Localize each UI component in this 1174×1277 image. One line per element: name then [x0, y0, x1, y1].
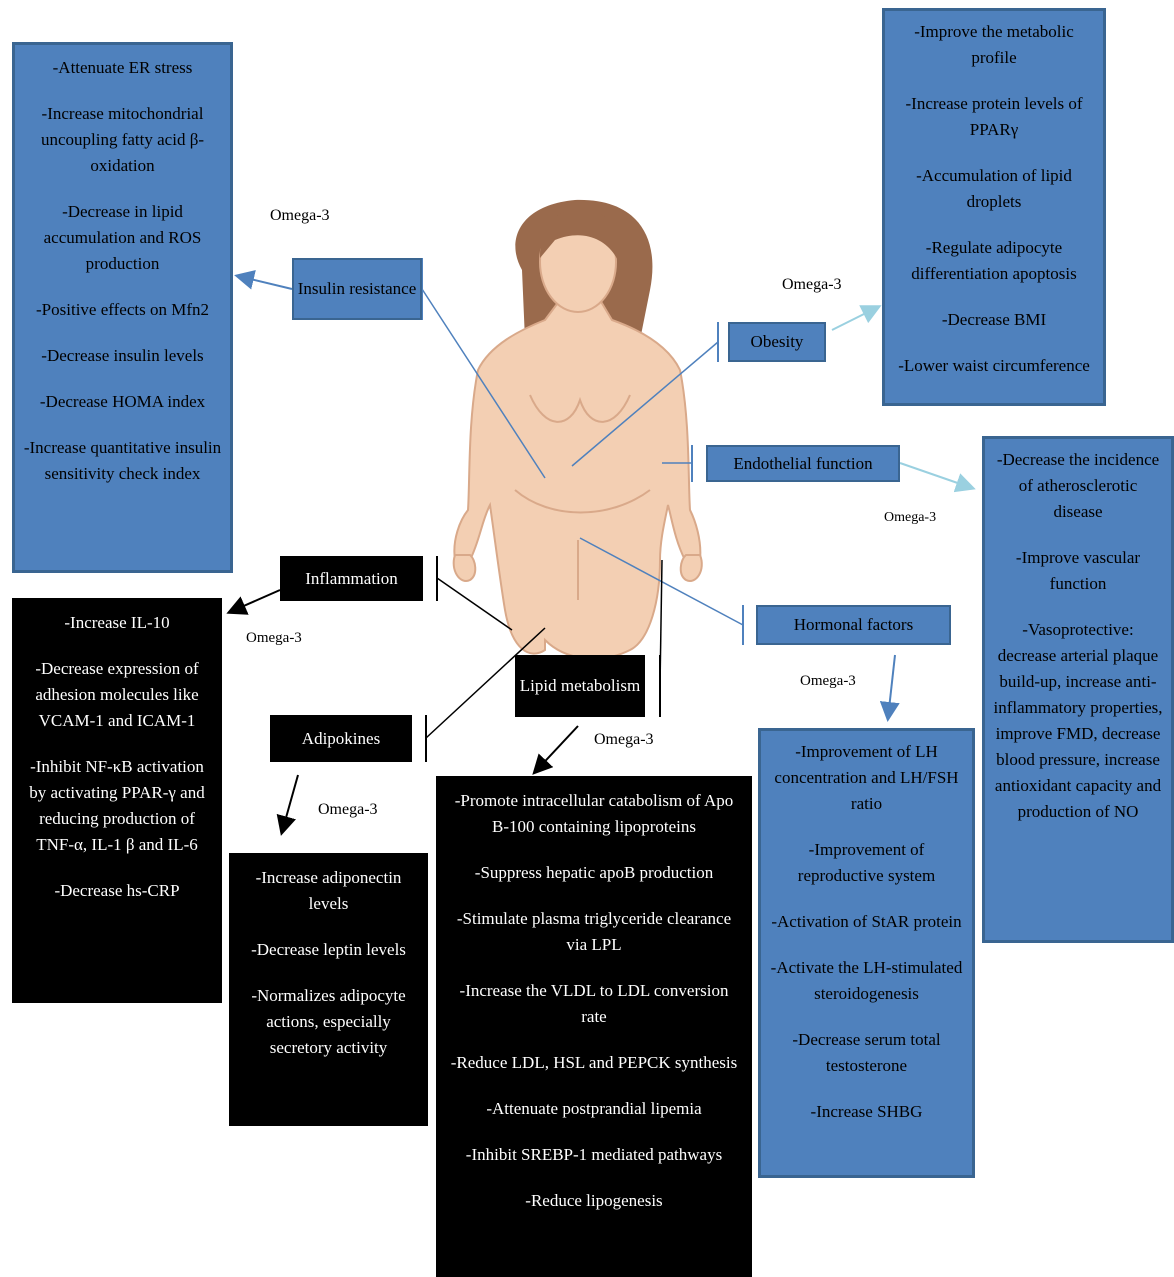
hormonal-effect-item: -Improvement of LH concentration and LH/… — [774, 742, 959, 813]
lipid-effect-item: -Stimulate plasma triglyceride clearance… — [456, 909, 732, 954]
omega3-label-insulin: Omega-3 — [270, 207, 330, 224]
hormonal-effect-item: -Decrease serum total testosterone — [792, 1030, 941, 1075]
endothelial-effect-item: -Improve vascular function — [1015, 548, 1141, 593]
inflammation-label-text: Inflammation — [305, 568, 398, 588]
lipid-metabolism-label-text: Lipid metabolism — [519, 676, 641, 695]
insulin-resistance-label-text: Insulin resistance — [297, 279, 417, 298]
lipid-effect-item: -Attenuate postprandial lipemia — [486, 1099, 702, 1118]
insulin-effect-item: -Increase mitochondrial uncoupling fatty… — [40, 104, 205, 175]
adipokines-effects-box: -Increase adiponectin levels -Decrease l… — [229, 853, 428, 1126]
obesity-effect-item: -Improve the metabolic profile — [914, 22, 1074, 67]
inflammation-effect-item: -Inhibit NF-κB activation by activating … — [29, 757, 205, 854]
adipokines-effect-item: -Normalizes adipocyte actions, especiall… — [251, 986, 406, 1057]
obesity-effect-item: -Increase protein levels of PPARγ — [905, 94, 1083, 139]
hormonal-effect-item: -Increase SHBG — [810, 1102, 923, 1121]
obesity-effect-item: -Decrease BMI — [941, 310, 1047, 329]
insulin-effect-item: -Decrease insulin levels — [41, 346, 204, 365]
inflammation-effect-item: -Decrease hs-CRP — [54, 881, 180, 900]
lipid-effect-item: -Increase the VLDL to LDL conversion rat… — [459, 981, 729, 1026]
hormonal-effect-item: -Activation of StAR protein — [771, 912, 962, 931]
lipid-effect-item: -Suppress hepatic apoB production — [474, 863, 714, 882]
endothelial-effect-item: -Decrease the incidence of atherosclerot… — [996, 450, 1160, 521]
endothelial-effects-box: -Decrease the incidence of atherosclerot… — [982, 436, 1174, 943]
inflammation-effect-item: -Decrease expression of adhesion molecul… — [35, 659, 199, 730]
lipid-metabolism-effects-box: -Promote intracellular catabolism of Apo… — [436, 776, 752, 1277]
adipokines-label-text: Adipokines — [301, 728, 381, 748]
lipid-effect-item: -Promote intracellular catabolism of Apo… — [454, 791, 734, 836]
omega3-label-endothelial: Omega-3 — [884, 510, 937, 525]
hormonal-effect-item: -Activate the LH-stimulated steroidogene… — [770, 958, 963, 1003]
omega3-label-inflammation: Omega-3 — [246, 630, 302, 646]
hormonal-factors-label-text: Hormonal factors — [793, 615, 914, 634]
inflammation-label: Inflammation — [280, 556, 423, 601]
insulin-effect-item: -Decrease HOMA index — [39, 392, 206, 411]
insulin-effect-item: -Decrease in lipid accumulation and ROS … — [43, 202, 202, 273]
body-figure — [452, 199, 703, 660]
insulin-resistance-effects-box: -Attenuate ER stress -Increase mitochond… — [12, 42, 233, 573]
insulin-effect-item: -Increase quantitative insulin sensitivi… — [23, 438, 222, 483]
endothelial-function-label-text: Endothelial function — [733, 453, 873, 473]
endothelial-effect-item: -Vasoprotective: decrease arterial plaqu… — [993, 620, 1163, 821]
insulin-resistance-label: Insulin resistance — [292, 258, 422, 320]
hormonal-effect-item: -Improvement of reproductive system — [797, 840, 936, 885]
inflammation-effects-box: -Increase IL-10 -Decrease expression of … — [12, 598, 222, 1003]
insulin-effect-item: -Positive effects on Mfn2 — [36, 300, 209, 319]
hormonal-effects-box: -Improvement of LH concentration and LH/… — [758, 728, 975, 1178]
obesity-effect-item: -Regulate adipocyte differentiation apop… — [911, 238, 1077, 283]
lipid-effect-item: -Reduce lipogenesis — [525, 1191, 663, 1210]
insulin-effect-item: -Attenuate ER stress — [52, 58, 193, 77]
hormonal-factors-label: Hormonal factors — [756, 605, 951, 645]
endothelial-function-label: Endothelial function — [706, 445, 900, 482]
obesity-label: Obesity — [728, 322, 826, 362]
omega3-label-adipokines: Omega-3 — [318, 801, 378, 818]
omega3-label-lipid: Omega-3 — [594, 731, 654, 748]
adipokines-label: Adipokines — [270, 715, 412, 762]
adipokines-effect-item: -Increase adiponectin levels — [255, 868, 402, 913]
lipid-effect-item: -Reduce LDL, HSL and PEPCK synthesis — [450, 1053, 738, 1072]
obesity-label-text: Obesity — [750, 332, 804, 351]
adipokines-effect-item: -Decrease leptin levels — [251, 940, 406, 959]
omega3-label-obesity: Omega-3 — [782, 276, 842, 293]
inflammation-effect-item: -Increase IL-10 — [64, 613, 170, 632]
lipid-metabolism-label: Lipid metabolism — [515, 655, 645, 717]
obesity-effect-item: -Lower waist circumference — [898, 356, 1090, 375]
lipid-effect-item: -Inhibit SREBP-1 mediated pathways — [465, 1145, 723, 1164]
obesity-effect-item: -Accumulation of lipid droplets — [916, 166, 1072, 211]
obesity-effects-box: -Improve the metabolic profile -Increase… — [882, 8, 1106, 406]
omega3-label-hormonal: Omega-3 — [800, 673, 856, 689]
